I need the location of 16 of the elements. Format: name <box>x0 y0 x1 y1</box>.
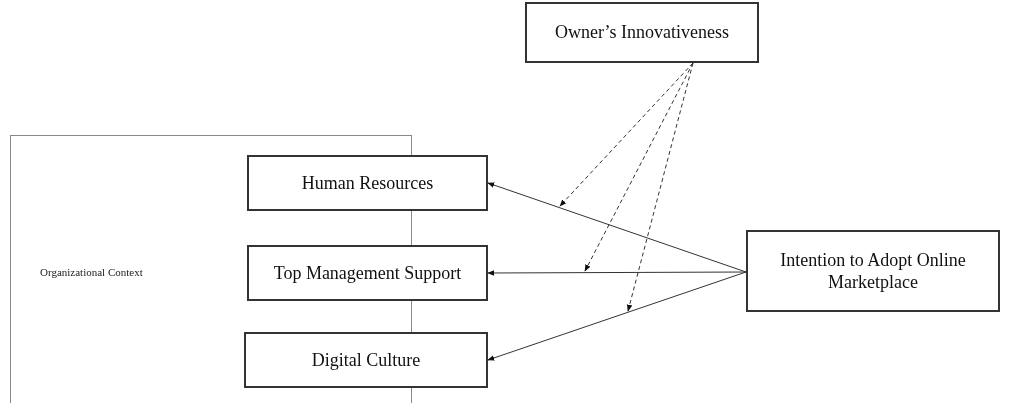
construct-box <box>247 245 488 301</box>
dashed-arrow <box>584 62 694 272</box>
construct-label: Owner’s Innovativeness <box>554 21 730 44</box>
construct-box <box>746 230 1000 312</box>
construct-box <box>247 155 488 211</box>
construct-label: Top Management Support <box>273 261 462 285</box>
construct-box <box>244 332 488 388</box>
dashed-arrow <box>559 62 694 207</box>
construct-box <box>525 2 759 63</box>
dashed-arrow <box>626 62 694 312</box>
context-label: Organizational Context <box>40 264 143 280</box>
construct-label: Intention to Adopt Online Marketplace <box>779 248 967 294</box>
construct-label: Digital Culture <box>311 348 421 372</box>
construct-label: Human Resources <box>301 171 434 195</box>
arrow <box>487 271 747 361</box>
arrow <box>487 182 747 273</box>
